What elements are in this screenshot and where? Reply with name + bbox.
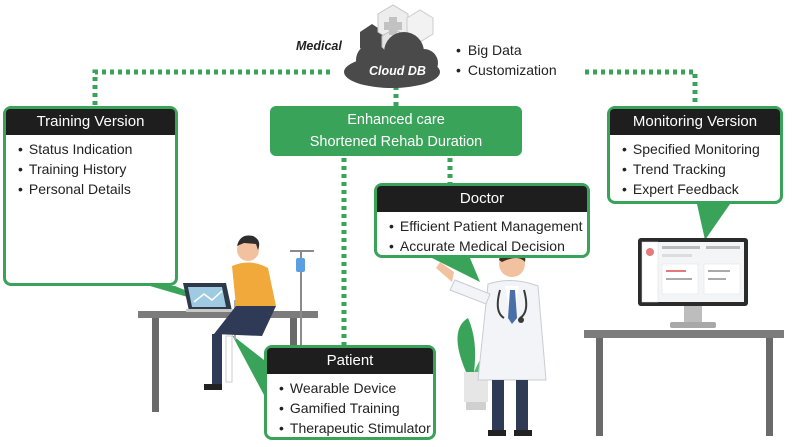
doctor-item: Accurate Medical Decision bbox=[389, 236, 587, 256]
training-version-list: Status Indication Training History Perso… bbox=[6, 135, 175, 199]
monitoring-version-list: Specified Monitoring Trend Tracking Expe… bbox=[610, 135, 780, 199]
training-version-title: Training Version bbox=[6, 109, 175, 135]
connector-cloud-monitoring bbox=[585, 69, 698, 106]
connector-cloud-training bbox=[92, 69, 330, 106]
patient-list: Wearable Device Gamified Training Therap… bbox=[267, 374, 433, 438]
enhanced-care-line-2: Shortened Rehab Duration bbox=[309, 134, 483, 150]
doctor-card: Doctor Efficient Patient Management Accu… bbox=[374, 183, 590, 258]
medical-ai-label-suffix: AI bbox=[344, 39, 357, 53]
training-item: Training History bbox=[18, 159, 175, 179]
patient-head bbox=[237, 239, 259, 261]
monitor-illustration bbox=[584, 238, 784, 436]
medical-ai-label-prefix: Medical bbox=[296, 39, 342, 53]
doctor-tie bbox=[508, 290, 517, 324]
doctor-coat bbox=[477, 280, 547, 381]
patient-desk bbox=[138, 311, 318, 318]
doctor-title: Doctor bbox=[377, 186, 587, 212]
patient-illustration bbox=[138, 235, 318, 412]
plus-icon bbox=[384, 17, 402, 35]
doctor-callout-wedge bbox=[432, 258, 480, 282]
cloud-feature-item: Big Data bbox=[456, 40, 557, 60]
cloud-feature-list: Big Data Customization bbox=[456, 40, 557, 80]
cloud-feature-item: Customization bbox=[456, 60, 557, 80]
training-thumbnail-brand: WEARNER bbox=[16, 202, 42, 208]
doctor-illustration bbox=[436, 248, 547, 436]
training-item: Status Indication bbox=[18, 139, 175, 159]
cloud-db-shape bbox=[344, 32, 440, 88]
monitoring-item: Trend Tracking bbox=[622, 159, 780, 179]
monitoring-version-card: Monitoring Version Specified Monitoring … bbox=[607, 106, 783, 204]
training-item: Personal Details bbox=[18, 179, 175, 199]
iv-pole bbox=[300, 250, 302, 360]
doctor-list: Efficient Patient Management Accurate Me… bbox=[377, 212, 587, 256]
monitoring-desk bbox=[584, 330, 784, 338]
patient-item: Gamified Training bbox=[279, 398, 433, 418]
iv-bag bbox=[296, 258, 305, 272]
connector-lines bbox=[92, 69, 698, 345]
monitoring-item: Specified Monitoring bbox=[622, 139, 780, 159]
stethoscope bbox=[496, 289, 528, 319]
patient-title: Patient bbox=[267, 348, 433, 374]
training-version-card: Training Version Status Indication Train… bbox=[3, 106, 178, 286]
monitoring-callout-wedge bbox=[697, 204, 730, 240]
patient-shirt bbox=[232, 262, 276, 306]
doctor-item: Efficient Patient Management bbox=[389, 216, 587, 236]
patient-item: Therapeutic Stimulator bbox=[279, 418, 433, 438]
enhanced-care-line-1: Enhanced care bbox=[347, 112, 445, 128]
monitoring-item: Expert Feedback bbox=[622, 179, 780, 199]
cloud-db-label: Cloud DB bbox=[369, 64, 426, 78]
plant bbox=[457, 318, 476, 372]
patient-card: Patient Wearable Device Gamified Trainin… bbox=[264, 345, 436, 440]
patient-item: Wearable Device bbox=[279, 378, 433, 398]
patient-callout-wedge bbox=[232, 335, 264, 395]
monitoring-version-title: Monitoring Version bbox=[610, 109, 780, 135]
enhanced-care-box: Enhanced care Shortened Rehab Duration bbox=[270, 106, 522, 156]
